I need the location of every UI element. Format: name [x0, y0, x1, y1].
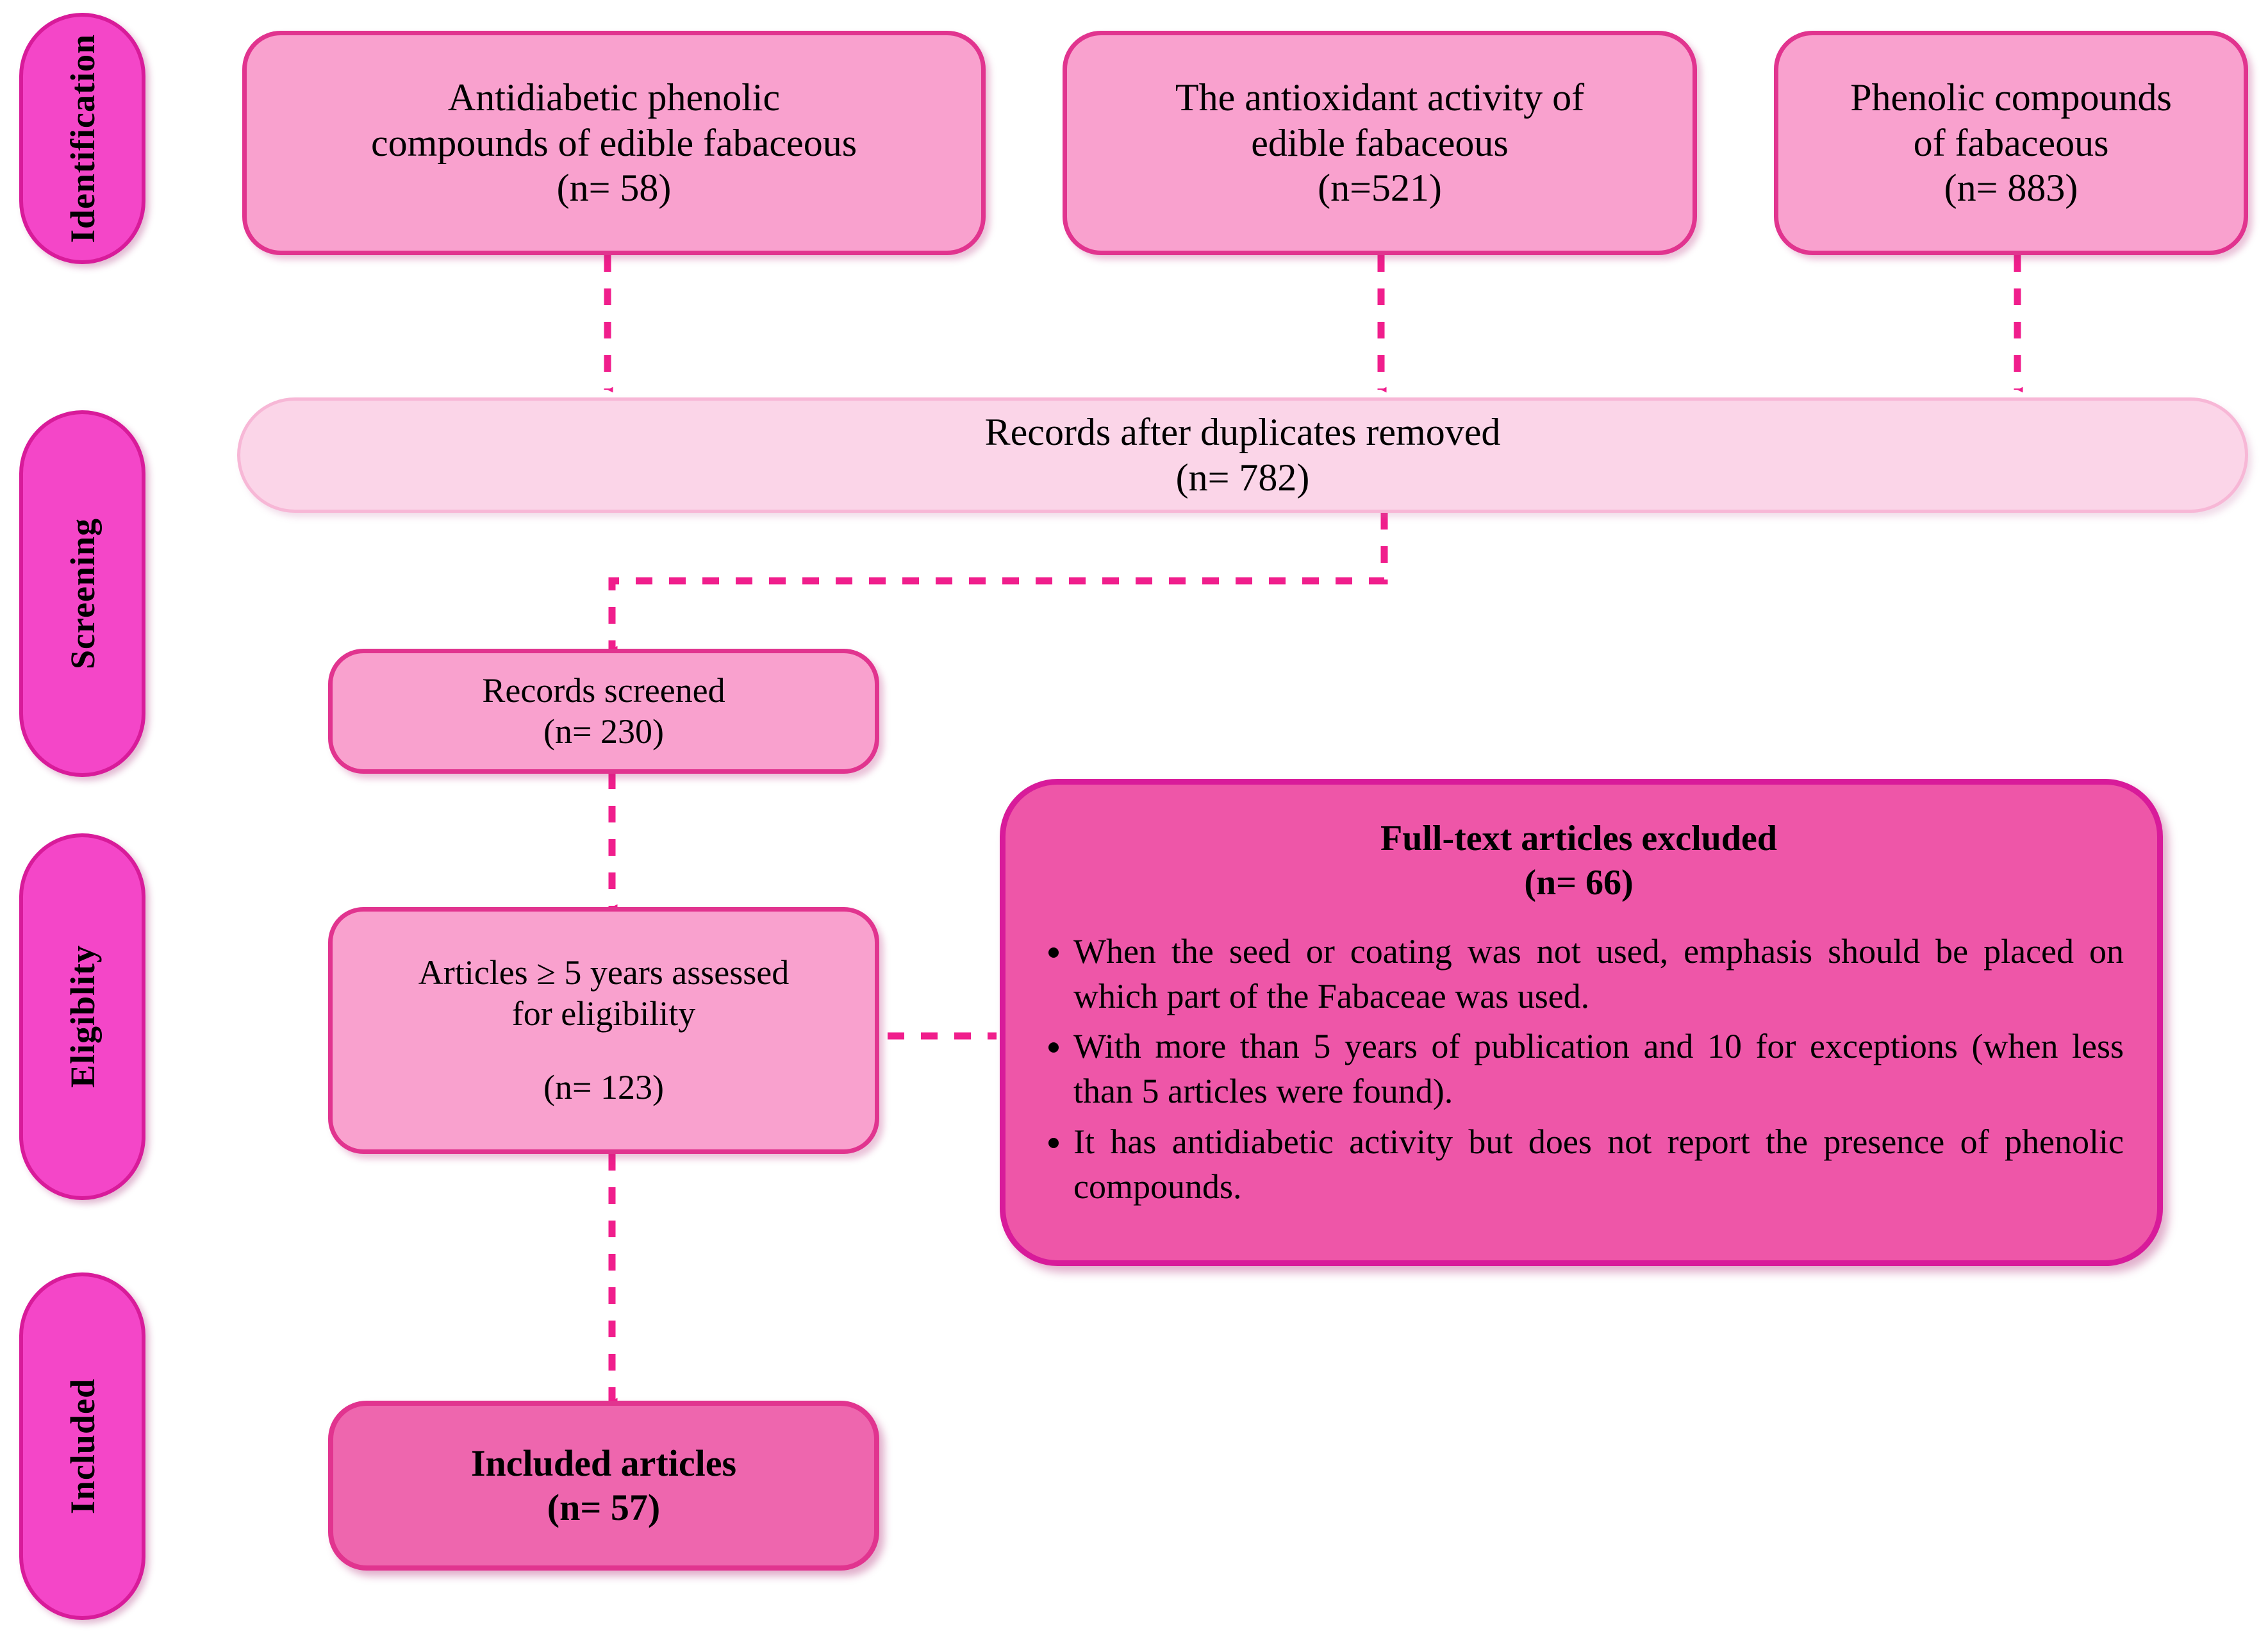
included-count: (n= 57)	[547, 1486, 661, 1528]
stage-pill-identification: Identification	[19, 13, 145, 264]
excluded-reason-1: When the seed or coating was not used, e…	[1073, 929, 2124, 1019]
stage-label-included: Included	[63, 1378, 102, 1515]
source-box-antidiabetic-phenolic: Antidiabetic phenolic compounds of edibl…	[242, 31, 986, 255]
eligibility-assessed-box: Articles ≥ 5 years assessed for eligibil…	[328, 907, 879, 1154]
source3-count: (n= 883)	[1944, 167, 2078, 210]
excluded-reasons-list: When the seed or coating was not used, e…	[1034, 929, 2124, 1214]
arrow-duplicates-to-screened	[608, 513, 1388, 652]
source1-count: (n= 58)	[556, 167, 672, 210]
source-box-antioxidant-activity: The antioxidant activity of edible fabac…	[1063, 31, 1697, 255]
excluded-reason-3: It has antidiabetic activity but does no…	[1073, 1119, 2124, 1209]
eligibility-line1: Articles ≥ 5 years assessed	[418, 953, 790, 992]
source-box-phenolic-compounds: Phenolic compounds of fabaceous (n= 883)	[1774, 31, 2248, 255]
excluded-title-block: Full-text articles excluded (n= 66)	[1034, 817, 2124, 906]
screened-count: (n= 230)	[543, 712, 664, 751]
stage-pill-included: Included	[19, 1272, 145, 1620]
source3-line2: of fabaceous	[1913, 121, 2109, 164]
source2-line2: edible fabaceous	[1251, 121, 1509, 164]
stage-pill-eligiblity: Eligiblity	[19, 833, 145, 1200]
source2-line1: The antioxidant activity of	[1175, 76, 1585, 119]
eligibility-count: (n= 123)	[543, 1068, 664, 1107]
included-articles-box: Included articles (n= 57)	[328, 1401, 879, 1571]
stage-label-eligiblity: Eligiblity	[63, 945, 102, 1088]
excluded-title: Full-text articles excluded	[1380, 819, 1777, 858]
source1-line2: compounds of edible fabaceous	[370, 121, 857, 164]
source3-line1: Phenolic compounds	[1850, 76, 2172, 119]
duplicates-label: Records after duplicates removed	[984, 411, 1501, 454]
stage-pill-screening: Screening	[19, 410, 145, 777]
source1-line1: Antidiabetic phenolic	[447, 76, 781, 119]
excluded-count: (n= 66)	[1524, 863, 1634, 903]
source2-count: (n=521)	[1318, 167, 1442, 210]
included-label: Included articles	[470, 1442, 737, 1485]
stage-label-screening: Screening	[63, 518, 102, 669]
screened-label: Records screened	[482, 671, 725, 710]
records-screened-box: Records screened (n= 230)	[328, 649, 879, 774]
eligibility-line2: for eligibility	[511, 994, 696, 1033]
duplicates-removed-band: Records after duplicates removed (n= 782…	[237, 397, 2248, 513]
duplicates-count: (n= 782)	[1175, 456, 1310, 499]
stage-label-identification: Identification	[63, 33, 102, 243]
excluded-reason-2: With more than 5 years of publication an…	[1073, 1024, 2124, 1113]
full-text-excluded-box: Full-text articles excluded (n= 66) When…	[1000, 779, 2163, 1266]
